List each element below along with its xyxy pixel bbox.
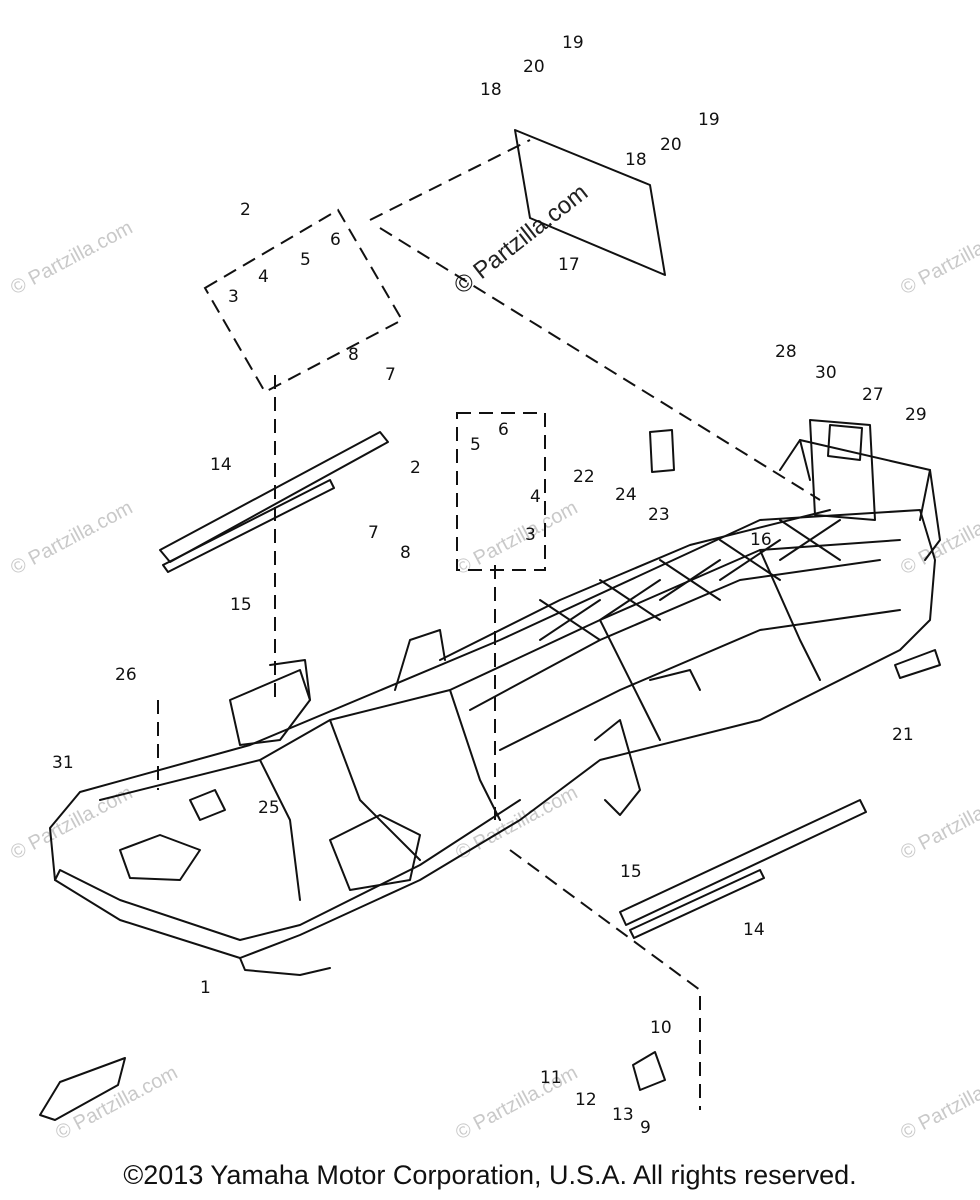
- part-number: 4: [530, 487, 541, 507]
- part-number: 12: [575, 1090, 597, 1110]
- part-number: 5: [470, 435, 481, 455]
- part-number: 27: [862, 385, 884, 405]
- part-number: 30: [815, 363, 837, 383]
- copyright-notice: ©2013 Yamaha Motor Corporation, U.S.A. A…: [123, 1160, 857, 1190]
- part-number: 4: [258, 267, 269, 287]
- part-number: 8: [400, 543, 411, 563]
- part-number: 21: [892, 725, 914, 745]
- watermark: © Partzilla.com: [7, 217, 136, 300]
- watermark: © Partzilla.com: [897, 497, 980, 580]
- watermark: © Partzilla.com: [897, 782, 980, 865]
- part-number: 13: [612, 1105, 634, 1125]
- part-number: 14: [210, 455, 232, 475]
- part-number: 19: [698, 110, 720, 130]
- watermark-center: © Partzilla.com: [449, 179, 593, 300]
- part-number: 1: [200, 978, 211, 998]
- part-number: 3: [228, 287, 239, 307]
- part-number: 5: [300, 250, 311, 270]
- part-number: 26: [115, 665, 137, 685]
- part-number: 9: [640, 1118, 651, 1138]
- part-number: 3: [525, 525, 536, 545]
- part-number: 18: [480, 80, 502, 100]
- part-number: 25: [258, 798, 280, 818]
- part-number: 8: [348, 345, 359, 365]
- part-number: 24: [615, 485, 637, 505]
- part-number: 11: [540, 1068, 562, 1088]
- part-number: 23: [648, 505, 670, 525]
- part-number: 22: [573, 467, 595, 487]
- watermark: © Partzilla.com: [7, 782, 136, 865]
- watermark: © Partzilla.com: [52, 1062, 181, 1145]
- part-number: 14: [743, 920, 765, 940]
- watermark: © Partzilla.com: [897, 1062, 980, 1145]
- part-number: 15: [620, 862, 642, 882]
- part-number: 15: [230, 595, 252, 615]
- part-number: 6: [330, 230, 341, 250]
- watermark: © Partzilla.com: [452, 1062, 581, 1145]
- frame-drawing: [39, 129, 941, 1121]
- leader-lines: [157, 139, 821, 1110]
- parts-diagram: © Partzilla.com © Partzilla.com © Partzi…: [7, 33, 980, 1145]
- watermark: © Partzilla.com: [452, 497, 581, 580]
- part-number: 29: [905, 405, 927, 425]
- watermark: © Partzilla.com: [7, 497, 136, 580]
- part-number: 2: [240, 200, 251, 220]
- part-number: 28: [775, 342, 797, 362]
- part-number: 19: [562, 33, 584, 53]
- part-number: 31: [52, 753, 74, 773]
- watermark: © Partzilla.com: [897, 217, 980, 300]
- part-number: 10: [650, 1018, 672, 1038]
- watermark-layer: © Partzilla.com © Partzilla.com © Partzi…: [7, 179, 980, 1145]
- part-number: 20: [523, 57, 545, 77]
- part-number-labels: 1 2 2 3 3 4 4 5 5 6 6 7 7 8 8 9 10 11 12…: [52, 33, 927, 1138]
- part-number: 20: [660, 135, 682, 155]
- part-number: 18: [625, 150, 647, 170]
- part-number: 6: [498, 420, 509, 440]
- part-number: 7: [368, 523, 379, 543]
- part-number: 16: [750, 530, 772, 550]
- part-number: 2: [410, 458, 421, 478]
- part-number: 7: [385, 365, 396, 385]
- part-number: 17: [558, 255, 580, 275]
